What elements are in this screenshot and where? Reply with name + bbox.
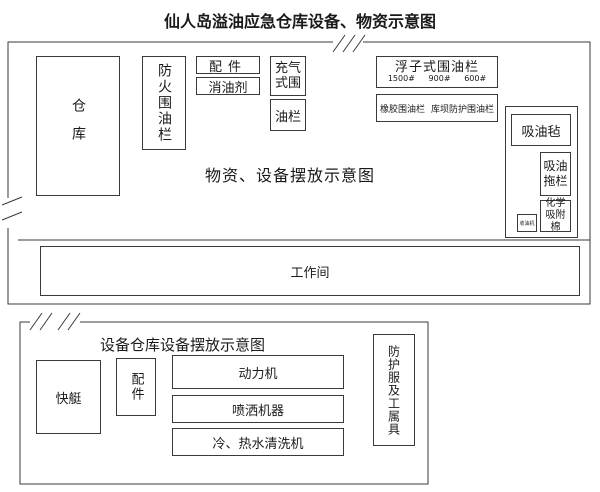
skimmer-box: 收油机: [517, 214, 537, 232]
door-mark-line: [67, 312, 81, 331]
boom-pair-box: 橡胶围油栏 库坝防护围油栏: [376, 94, 498, 122]
door-mark-line: [29, 312, 43, 331]
protective-gear-box: 防护服及工属具: [373, 334, 415, 446]
sprayer-label: 喷洒机器: [231, 403, 284, 419]
chemical-absorbent-box: 化学吸附棉: [540, 198, 571, 233]
chemical-absorbent-label: 化学吸附棉: [545, 198, 566, 233]
warehouse-label: 仓库: [70, 98, 86, 154]
protective-gear-label: 防护服及工属具: [386, 344, 401, 436]
inflatable-boom-box: 充气式围: [270, 56, 306, 96]
float-boom-size: 600#: [464, 74, 487, 83]
workshop-label: 工作间: [290, 265, 330, 281]
dam-boom-label: 库坝防护围油栏: [430, 104, 494, 115]
inflatable-boom-label: 充气式围: [274, 61, 301, 91]
page-title: 仙人岛溢油应急仓库设备、物资示意图: [163, 12, 436, 31]
power-unit-label: 动力机: [238, 366, 278, 382]
dispersant-label: 消油剂: [208, 80, 248, 96]
speedboat-box: 快艇: [36, 360, 101, 434]
door-mark-line: [1, 196, 23, 206]
fire-boom-box: 防火围油栏: [142, 56, 186, 150]
workshop-box: 工作间: [40, 246, 580, 296]
power-unit-box: 动力机: [172, 355, 344, 389]
oil-mop-box: 吸油拖栏: [540, 152, 571, 196]
sprayer-box: 喷洒机器: [172, 395, 344, 423]
door-mark-line: [342, 34, 356, 53]
dispersant-box: 消油剂: [196, 77, 260, 96]
fire-boom-label: 防火围油栏: [156, 63, 172, 143]
oil-pad-box: 吸油毡: [511, 114, 571, 146]
door-mark-line: [57, 312, 71, 331]
bottom-parts-box: 配件: [116, 358, 156, 416]
washer-label: 冷、热水清洗机: [212, 436, 304, 452]
door-mark-line: [1, 211, 23, 221]
parts-box: 配件: [196, 56, 260, 75]
washer-box: 冷、热水清洗机: [172, 428, 344, 456]
skimmer-label: 收油机: [519, 220, 535, 227]
door-mark-line: [352, 34, 366, 53]
rubber-boom-label: 橡胶围油栏: [379, 104, 425, 115]
boom-box: 油栏: [270, 99, 306, 131]
bottom-parts-label: 配件: [128, 372, 144, 402]
warehouse-box: 仓库: [36, 56, 120, 196]
parts-label: 配件: [208, 59, 247, 75]
center-layout-label: 物资、设备摆放示意图: [205, 166, 376, 185]
float-boom-box: 浮子式围油栏 1500# 900# 600#: [376, 56, 498, 88]
door-mark-line: [39, 312, 53, 331]
float-boom-size: 1500#: [387, 74, 415, 83]
boom-label: 油栏: [274, 109, 301, 125]
door-mark-line: [332, 34, 346, 53]
oil-pad-label: 吸油毡: [521, 124, 561, 140]
speedboat-label: 快艇: [55, 391, 82, 407]
oil-mop-label: 吸油拖栏: [543, 159, 568, 188]
equipment-room-title: 设备仓库设备摆放示意图: [100, 336, 266, 354]
float-boom-size: 900#: [428, 74, 451, 83]
float-boom-title: 浮子式围油栏: [394, 60, 479, 75]
